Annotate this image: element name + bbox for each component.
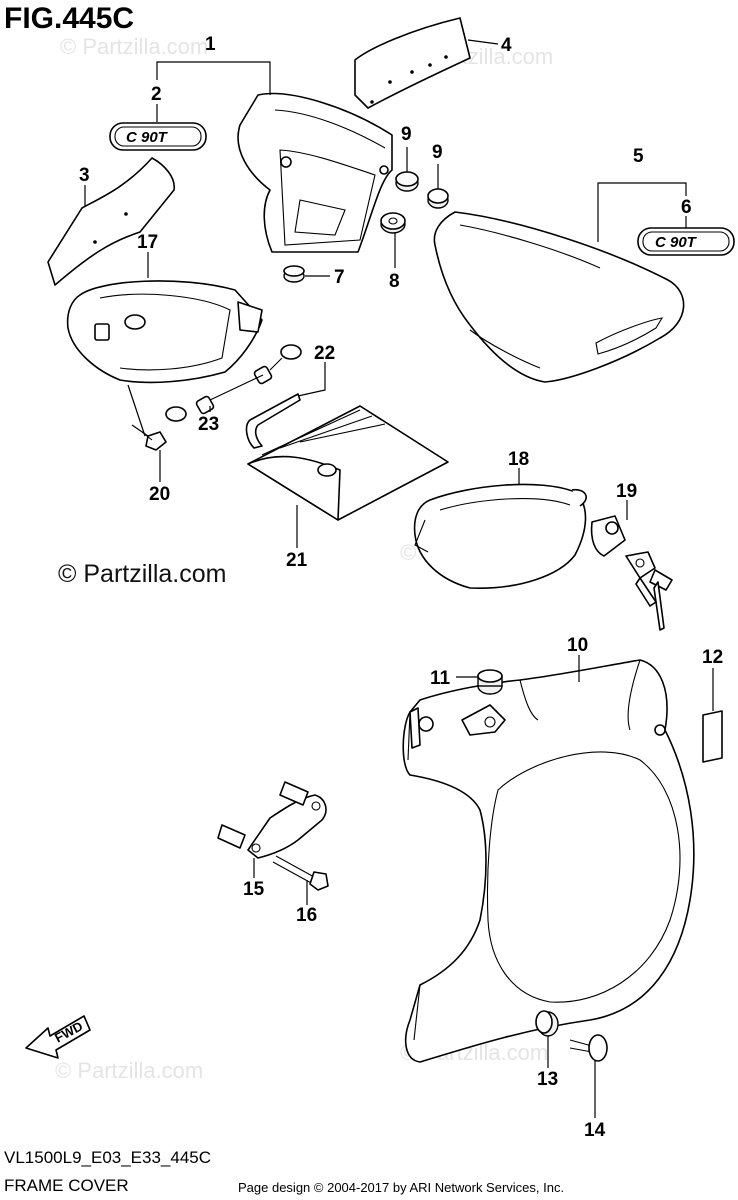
callout-9: 9: [401, 124, 412, 145]
part-6-emblem[interactable]: C 90T: [637, 227, 735, 256]
watermark-faint: © Partzilla.com: [60, 34, 209, 59]
fwd-arrow: FWD: [25, 1015, 91, 1059]
callout-9: 9: [432, 142, 443, 163]
part-9-cushion[interactable]: [395, 171, 419, 192]
part-19-lock-set[interactable]: [590, 515, 673, 631]
emblem-text: C 90T: [655, 234, 698, 251]
part-11-cushion[interactable]: [477, 669, 503, 695]
part-20-bolt[interactable]: [131, 424, 167, 451]
callout-11: 11: [430, 668, 451, 689]
watermark-faint: © Partzilla.com: [55, 1058, 204, 1083]
callout-19: 19: [616, 481, 637, 502]
callout-14: 14: [584, 1120, 606, 1141]
leader-lines: [84, 39, 714, 1118]
callout-numbers: 1 2 3 4 5 6 7 8 9 9 10 11 12 13 14 15 16…: [79, 34, 723, 1141]
callout-20: 20: [149, 484, 170, 505]
part-16-bolt[interactable]: [272, 855, 329, 891]
part-10-frame-cover-lower[interactable]: [402, 659, 695, 1063]
model-code: VL1500L9_E03_E33_445C: [4, 1148, 212, 1167]
section-title: FRAME COVER: [4, 1176, 129, 1195]
callout-8: 8: [389, 271, 400, 292]
callout-12: 12: [702, 647, 723, 668]
callout-4: 4: [501, 35, 512, 56]
callout-6: 6: [681, 197, 692, 218]
part-13-cushion[interactable]: [535, 1010, 559, 1037]
callout-16: 16: [296, 905, 317, 926]
callout-5: 5: [633, 146, 644, 167]
part-8-cushion[interactable]: [380, 212, 406, 234]
callout-10: 10: [567, 635, 588, 656]
part-1-frame-cover-upper[interactable]: [237, 92, 393, 253]
part-23-helmet-cable[interactable]: [165, 344, 302, 422]
part-21-owner-manual-pouch[interactable]: [247, 405, 449, 521]
callout-23: 23: [198, 414, 219, 435]
part-3-insulator-sheet[interactable]: [47, 157, 175, 286]
copyright-notice: Page design © 2004-2017 by ARI Network S…: [238, 1180, 565, 1195]
callout-13: 13: [537, 1069, 558, 1090]
watermark-partzilla: © Partzilla.com: [58, 560, 227, 588]
callout-7: 7: [334, 267, 345, 288]
part-9-cushion[interactable]: [427, 188, 449, 209]
callout-15: 15: [243, 879, 265, 900]
part-12-label[interactable]: [702, 710, 723, 763]
part-5-frame-cover-right[interactable]: [433, 211, 685, 383]
part-18-tool-bag[interactable]: [413, 483, 587, 589]
callout-3: 3: [79, 165, 90, 186]
part-17-tool-holder[interactable]: [66, 280, 263, 384]
figure-title: FIG.445C: [4, 2, 135, 35]
callout-17: 17: [137, 232, 158, 253]
callout-22: 22: [314, 343, 335, 364]
emblem-text: C 90T: [126, 129, 169, 146]
part-7-grommet[interactable]: [283, 265, 305, 283]
part-14-screw[interactable]: [569, 1034, 608, 1062]
part-22-hex-wrench[interactable]: [245, 393, 301, 449]
part-15-bracket[interactable]: [217, 781, 327, 859]
callout-2: 2: [151, 84, 162, 105]
callout-1: 1: [205, 34, 216, 55]
part-2-emblem[interactable]: C 90T: [109, 122, 207, 151]
part-4-insulator-sheet[interactable]: [354, 17, 471, 109]
callout-18: 18: [508, 449, 529, 470]
callout-21: 21: [286, 550, 308, 571]
